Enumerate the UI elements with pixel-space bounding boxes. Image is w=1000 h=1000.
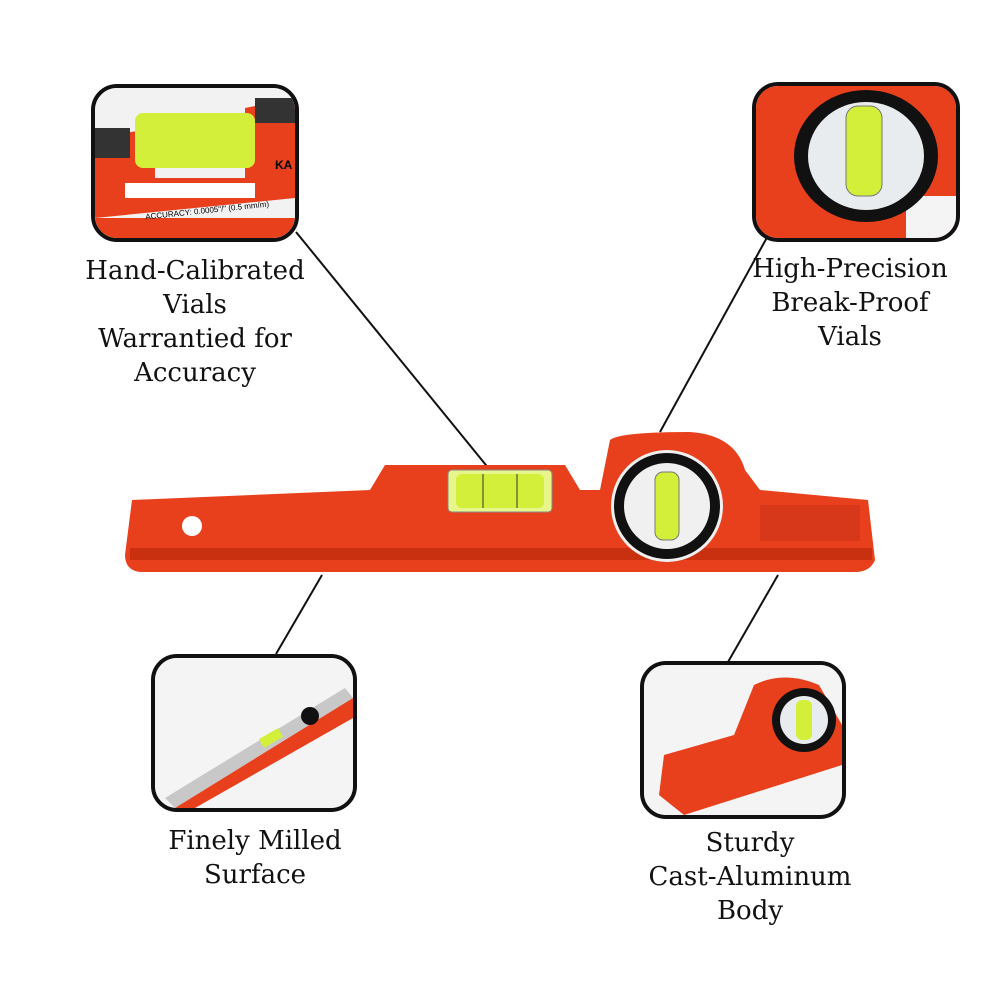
label-line: Finely Milled	[168, 826, 342, 856]
label-line: Accuracy	[134, 358, 256, 388]
label-line: Vials	[818, 322, 882, 352]
torpedo-level	[125, 432, 875, 572]
label-line: Sturdy	[705, 828, 795, 858]
inset-cast-aluminum-body	[640, 661, 846, 819]
callout-label-break-proof-vials: High-Precision Break-Proof Vials	[752, 252, 947, 354]
callout-label-cast-aluminum: Sturdy Cast-Aluminum Body	[649, 826, 852, 928]
inset-milled-surface	[151, 654, 357, 812]
label-line: Body	[716, 896, 784, 926]
inset-calibrated-vial: KA ACCURACY: 0.0005"/" (0.5 mm/m)	[91, 84, 299, 242]
label-line: Vials	[163, 290, 227, 320]
logo-text: KA	[275, 158, 293, 172]
label-line: Warrantied for	[98, 324, 292, 354]
callout-lines	[275, 231, 779, 663]
callout-label-milled-surface: Finely Milled Surface	[168, 824, 341, 892]
label-line: Hand-Calibrated	[85, 256, 305, 286]
callout-label-calibrated-vials: Hand-Calibrated Vials Warrantied for Acc…	[85, 254, 304, 390]
label-line: High-Precision	[752, 254, 948, 284]
label-line: Surface	[203, 860, 307, 890]
inset-round-vial	[752, 82, 960, 242]
label-line: Break-Proof	[771, 288, 929, 318]
label-line: Cast-Aluminum	[648, 862, 852, 892]
